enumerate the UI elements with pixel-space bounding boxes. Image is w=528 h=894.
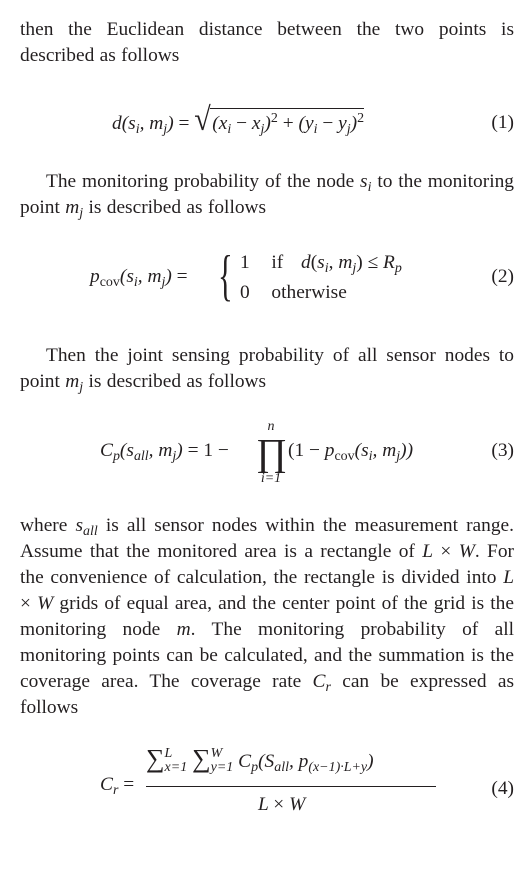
paragraph-joint-sensing: Then the joint sensing probability of al…: [20, 345, 514, 395]
paragraph-monitoring-probability: The monitoring probability of the node s…: [20, 171, 514, 221]
paragraph-coverage: where sall is all sensor nodes within th…: [20, 515, 514, 718]
equation-2-case-1: 1 if d(si, mj) ≤ Rp: [240, 252, 402, 276]
equation-2-lhs: pcov(si, mj) =: [90, 266, 188, 290]
text-span: . For the convenience of calculation, th…: [20, 541, 514, 588]
summation-symbol: ∑: [192, 744, 211, 773]
text-span: The monitoring probability of the node: [46, 171, 361, 192]
text-span: can be expressed as follows: [20, 671, 514, 718]
left-brace-symbol: {: [218, 245, 233, 307]
equation-4-denominator: L × W: [258, 794, 306, 815]
text-span: is described as follows: [83, 371, 267, 392]
paragraph-intro: then the Euclidean distance between the …: [20, 19, 514, 66]
summation-symbol: ∑: [146, 744, 165, 773]
equation-3: Cp(sall, mj) = 1 − n ∏ i=1 (1 − pcov(si,…: [20, 419, 514, 486]
product-upper-limit: n: [267, 419, 275, 434]
sum-upper-limit: L: [164, 745, 173, 761]
text-span: Then the joint sensing probability of al…: [20, 345, 514, 392]
case-condition: if: [271, 252, 284, 273]
equation-3-lhs: Cp(sall, mj) = 1 −: [100, 440, 229, 464]
equation-4-lhs: Cr =: [100, 774, 135, 798]
sum-upper-limit: W: [210, 745, 223, 761]
case-condition: otherwise: [271, 282, 347, 303]
equation-4-number: (4): [491, 778, 514, 799]
equation-3-number: (3): [491, 440, 514, 461]
product-lower-limit: i=1: [260, 471, 282, 486]
text-span: to the monitoring point: [20, 171, 514, 218]
text-span: grids of equal area, and the center poin…: [20, 593, 514, 640]
equation-2: pcov(si, mj) = { 1 if d(si, mj) ≤ Rp 0 o…: [20, 246, 514, 308]
product-symbol: ∏: [256, 432, 288, 474]
text-span: is all sensor nodes within the measureme…: [20, 515, 514, 562]
text-span: . The monitoring probability of all moni…: [20, 619, 514, 692]
equation-1-number: (1): [491, 112, 514, 133]
fraction-bar: [146, 786, 436, 787]
equation-2-number: (2): [491, 266, 514, 287]
text-span: is described as follows: [83, 197, 267, 218]
equation-1-body: d(si, mj) = √(xi − xj)2 + (yi − yj)2: [112, 101, 365, 138]
product-operator: n ∏ i=1: [256, 419, 288, 486]
equation-1: d(si, mj) = √(xi − xj)2 + (yi − yj)2 (1): [20, 101, 514, 140]
case-value: 1: [240, 252, 250, 273]
case-value: 0: [240, 282, 250, 303]
sum-lower-limit: x=1: [164, 759, 188, 775]
equation-3-rhs: (1 − pcov(si, mj)): [288, 440, 414, 464]
text-span: where: [20, 515, 76, 536]
equation-2-case-2: 0 otherwise: [240, 280, 347, 306]
sum-lower-limit: y=1: [210, 759, 234, 775]
